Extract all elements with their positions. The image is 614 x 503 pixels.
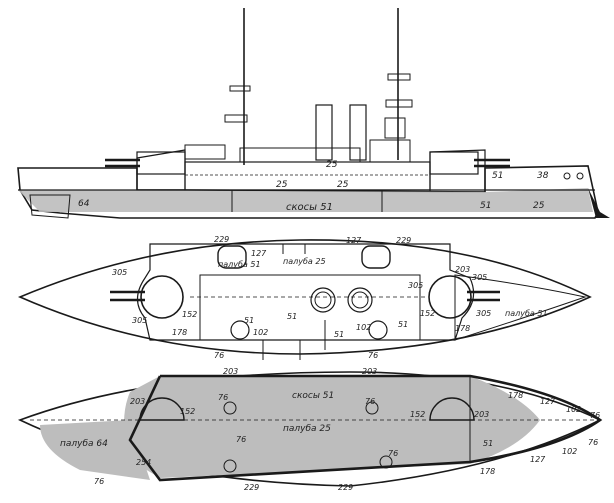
side-profile: 25 25 25 51 38 64 51 25 скосы 51	[17, 8, 610, 219]
lower-label-deck25: палуба 25	[283, 424, 331, 434]
lower-label-deck64: палуба 64	[60, 439, 108, 449]
lower-deck-plan: 203 203 203 76 76 скосы 51 152 152 203 п…	[17, 367, 603, 492]
profile-label-25-low: 25	[533, 201, 545, 211]
lower-label-178: 178	[508, 391, 523, 400]
upper-label-51-c3: 51	[334, 330, 344, 339]
lower-label-76-2: 76	[365, 397, 375, 406]
lower-label-203-left: 203	[130, 397, 145, 406]
upper-deck-plan: палуба 51 палуба 25 229 127 127 229 305 …	[17, 235, 592, 360]
lower-label-bevels: скосы 51	[292, 391, 334, 401]
upper-label-178-left: 178	[172, 328, 187, 337]
lower-label-76-bow2: 76	[588, 438, 598, 447]
upper-label-152-right: 152	[420, 309, 435, 318]
profile-label-38: 38	[537, 171, 549, 181]
lower-label-152-right: 152	[410, 410, 425, 419]
upper-label-76-right: 76	[368, 351, 378, 360]
profile-label-64: 64	[78, 199, 90, 209]
upper-label-51-c1: 51	[287, 312, 297, 321]
lower-label-76-4: 76	[388, 449, 398, 458]
profile-label-bevels: скосы 51	[286, 202, 333, 213]
lower-label-102-bottom: 102	[562, 447, 577, 456]
lower-label-76-stern: 76	[94, 477, 104, 486]
lower-label-203-top2: 203	[362, 367, 377, 376]
lower-label-76-bow: 76	[590, 411, 600, 420]
lower-label-76-1: 76	[218, 393, 228, 402]
upper-label-51-right: 51	[398, 320, 408, 329]
upper-label-229-left: 229	[214, 235, 229, 244]
lower-label-203-center: 203	[474, 410, 489, 419]
profile-label-25-mid: 25	[276, 180, 288, 190]
upper-label-127-left: 127	[251, 249, 267, 258]
upper-label-305-left2: 305	[132, 316, 147, 325]
upper-label-deck25: палуба 25	[283, 257, 326, 266]
upper-label-deck51: палуба 51	[218, 260, 261, 269]
upper-label-178-right: 178	[455, 324, 470, 333]
upper-label-305-left: 305	[112, 268, 127, 277]
upper-label-229-right: 229	[396, 236, 411, 245]
lower-label-229-bottom2: 229	[338, 483, 353, 492]
profile-label-51-bow: 51	[492, 171, 503, 181]
upper-label-127-right: 127	[346, 236, 362, 245]
profile-label-51-low: 51	[480, 201, 491, 211]
upper-label-deck51-right: палуба 51	[505, 309, 548, 318]
lower-label-178-bottom: 178	[480, 467, 495, 476]
upper-label-305-right2: 305	[408, 281, 423, 290]
lower-label-127-bottom: 127	[530, 455, 546, 464]
lower-label-127: 127	[540, 397, 556, 406]
lower-label-229-bottom1: 229	[244, 483, 259, 492]
lower-label-102: 102	[566, 405, 581, 414]
upper-label-305-right1: 305	[472, 273, 487, 282]
upper-label-102-right: 102	[356, 323, 371, 332]
upper-label-203-right: 203	[455, 265, 470, 274]
upper-label-102-left: 102	[253, 328, 268, 337]
lower-label-203-top: 203	[223, 367, 238, 376]
upper-label-305-right3: 305	[476, 309, 491, 318]
lower-label-51: 51	[483, 439, 493, 448]
upper-label-76-left: 76	[214, 351, 224, 360]
upper-label-152-left: 152	[182, 310, 197, 319]
profile-label-25-mid2: 25	[337, 180, 349, 190]
upper-label-51-top: 51	[244, 316, 254, 325]
lower-label-254: 254	[136, 458, 151, 467]
profile-label-25-top: 25	[326, 160, 338, 170]
lower-label-152-left: 152	[180, 407, 195, 416]
lower-label-76-3: 76	[236, 435, 246, 444]
